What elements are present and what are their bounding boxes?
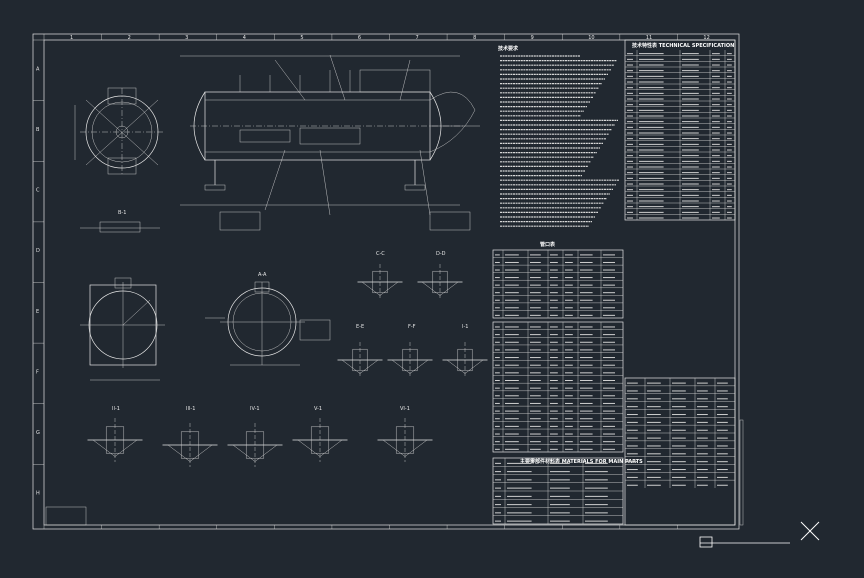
row-label: B — [36, 127, 40, 133]
col-label: 1 — [70, 35, 73, 41]
row-label: F — [36, 369, 39, 375]
col-label: 7 — [416, 35, 419, 41]
detail-view-label: D-D — [436, 251, 446, 257]
col-label: 10 — [588, 35, 594, 41]
col-label: 4 — [243, 35, 246, 41]
detail-views-middle[interactable]: C-C D-D E-E F-F I-1II-1 III-1 IV-1 V-1 VI-1 — [87, 251, 488, 467]
view-label-aa: A-A — [258, 272, 267, 278]
spec-table-title: 技术特性表 TECHNICAL SPECIFICATION — [632, 42, 734, 49]
row-label: C — [36, 188, 40, 194]
col-label: 9 — [531, 35, 534, 41]
detail-view-label: VI-1 — [400, 406, 410, 412]
col-label: 8 — [473, 35, 476, 41]
detail-view-label: II-1 — [112, 406, 120, 412]
title-block[interactable] — [45, 377, 744, 526]
row-label: D — [36, 248, 40, 254]
view-label-b1: B-1 — [118, 210, 126, 216]
materials-table[interactable]: 主要零部件材料表 MATERIALS FOR MAIN PARTS — [492, 457, 643, 525]
detail-view-label: C-C — [376, 251, 385, 257]
vessel-elevation-view[interactable] — [180, 54, 480, 231]
col-label: 11 — [646, 35, 652, 41]
technical-spec-table[interactable]: 技术特性表 TECHNICAL SPECIFICATION — [624, 39, 736, 221]
detail-view-label: I-1 — [462, 324, 468, 330]
detail-view-label: F-F — [408, 324, 416, 330]
row-label: H — [36, 491, 40, 497]
nozzle-table-title: 管口表 — [540, 241, 556, 248]
parts-list-table[interactable] — [492, 321, 624, 453]
row-label: G — [36, 430, 40, 436]
col-label: 2 — [128, 35, 131, 41]
detail-view-label: III-1 — [186, 406, 195, 412]
section-view-left[interactable] — [80, 277, 165, 381]
row-label: E — [36, 309, 39, 315]
row-label: A — [36, 66, 40, 72]
border-row-labels: A B C D E F G H — [36, 66, 40, 496]
notes-heading: 技术要求 — [498, 45, 519, 52]
detail-view-label: E-E — [356, 324, 364, 330]
col-label: 3 — [185, 35, 188, 41]
col-label: 5 — [300, 35, 303, 41]
section-view-right[interactable]: A-A — [205, 272, 331, 366]
nozzle-table[interactable]: 管口表 — [492, 241, 624, 319]
materials-table-title: 主要零部件材料表 MATERIALS FOR MAIN PARTS — [520, 458, 643, 465]
end-view-left[interactable]: B-1 — [74, 87, 165, 233]
detail-view-label: IV-1 — [250, 406, 260, 412]
technical-notes-block: 技术要求 — [498, 45, 619, 227]
col-label: 6 — [358, 35, 361, 41]
cursor-crosshair-icon — [699, 521, 820, 548]
col-label: 12 — [703, 35, 709, 41]
detail-view-label: V-1 — [314, 406, 322, 412]
